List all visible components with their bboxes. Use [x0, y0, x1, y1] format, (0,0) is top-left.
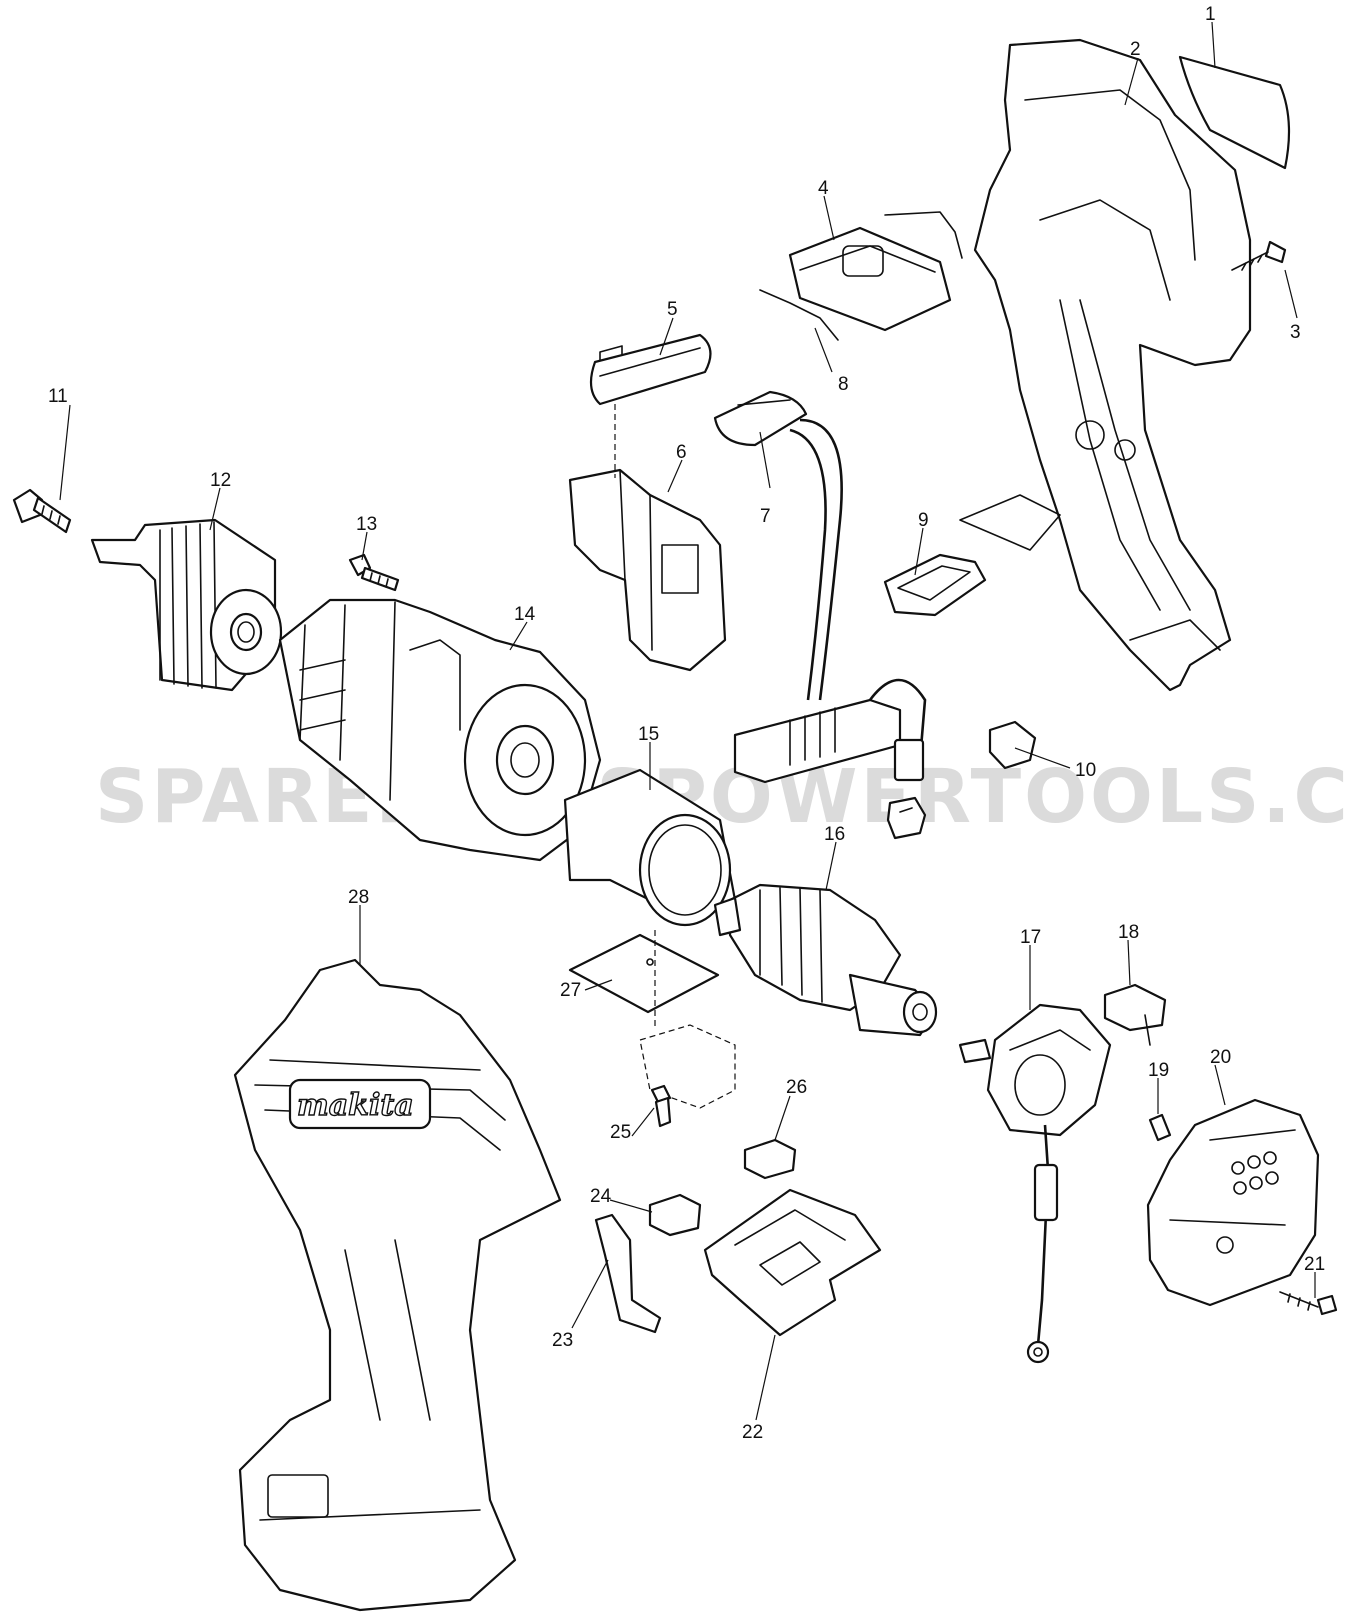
- callout-3: 3: [1290, 322, 1301, 343]
- callout-5: 5: [667, 299, 678, 320]
- callout-26: 26: [786, 1077, 807, 1098]
- part-11-chuck-screw: [12, 488, 72, 534]
- callout-10: 10: [1075, 760, 1096, 781]
- callout-22: 22: [742, 1422, 763, 1443]
- callout-4: 4: [818, 178, 829, 199]
- part-28-housing-left: makita: [233, 958, 562, 1612]
- leader-lines: [59, 21, 1316, 1421]
- part-controller-board: [733, 678, 927, 784]
- callout-6: 6: [676, 442, 687, 463]
- callout-8: 8: [838, 374, 849, 395]
- callout-14: 14: [514, 604, 536, 625]
- part-dashed-holder: [639, 930, 736, 1109]
- part-7-led-circuit: [713, 390, 843, 701]
- part-14-gear-assembly: [278, 598, 602, 862]
- callout-12: 12: [210, 470, 231, 491]
- callout-16: 16: [824, 824, 845, 845]
- callout-25: 25: [610, 1122, 631, 1143]
- part-13-screw: [348, 553, 400, 592]
- part-24-rubber-pad: [648, 1193, 702, 1237]
- callout-7: 7: [760, 506, 771, 527]
- callout-23: 23: [552, 1330, 573, 1351]
- part-2-housing-right: [959, 38, 1252, 692]
- part-21-screw: [1279, 1291, 1338, 1316]
- part-6-switch: [568, 404, 727, 672]
- part-17-brush-holder: [958, 1003, 1112, 1364]
- part-26-rubber-pad: [743, 1138, 797, 1180]
- part-22-terminal-housing: [703, 1188, 882, 1337]
- callout-15: 15: [638, 724, 659, 745]
- part-8-springs: [759, 211, 963, 341]
- makita-logo: makita: [297, 1088, 414, 1123]
- part-1-label-plate: [1178, 55, 1291, 170]
- callout-2: 2: [1130, 39, 1141, 60]
- part-4-forward-reverse-lever: [788, 226, 952, 332]
- callout-28: 28: [348, 887, 369, 908]
- callout-21: 21: [1304, 1254, 1325, 1275]
- callout-20: 20: [1210, 1047, 1231, 1068]
- callout-18: 18: [1118, 922, 1139, 943]
- part-12-keyless-chuck: [90, 518, 283, 692]
- part-27-insulation-plate: [568, 933, 720, 1014]
- callout-27: 27: [560, 980, 581, 1001]
- part-15-stator-yoke: [563, 768, 737, 927]
- rear-cover-vent-holes: [1231, 1151, 1279, 1195]
- part-20-rear-cover: [1146, 1098, 1320, 1307]
- part-23-terminal: [594, 1213, 662, 1334]
- callout-24: 24: [590, 1186, 612, 1207]
- part-16-armature: [713, 883, 938, 1037]
- callout-17: 17: [1020, 927, 1041, 948]
- callout-1: 1: [1205, 4, 1216, 25]
- part-9-lens: [883, 553, 987, 617]
- callout-9: 9: [918, 510, 929, 531]
- part-19-bearing: [1148, 1113, 1172, 1142]
- part-25-screw: [650, 1084, 672, 1128]
- part-10-connector: [886, 720, 1037, 840]
- callout-13: 13: [356, 514, 377, 535]
- part-18-brush-clip: [1103, 983, 1167, 1046]
- callout-11: 11: [48, 386, 68, 407]
- part-3-screw: [1231, 240, 1287, 271]
- watermark: SPAREPARTSPOWERTOOLS.COM.AU: [95, 754, 1350, 840]
- part-5-switch-button: [589, 333, 712, 406]
- callout-numbers: 1 2 3 4 5 6 7 8 9 10 11 12 13 14 15 16 1…: [48, 4, 1325, 1443]
- callout-19: 19: [1148, 1060, 1169, 1081]
